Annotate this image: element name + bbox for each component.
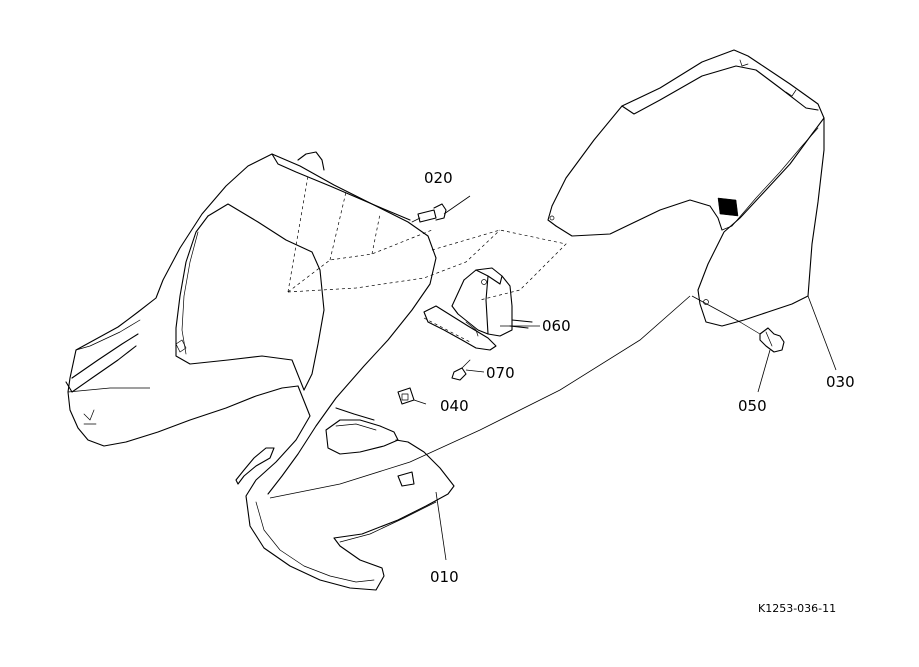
part-label-070: 070 <box>486 364 515 382</box>
drawing-number: K1253-036-11 <box>758 602 836 615</box>
leader-lines <box>67 195 837 561</box>
bracket-part-060 <box>423 267 533 351</box>
part-label-010: 010 <box>430 568 459 586</box>
part-label-060: 060 <box>542 317 571 335</box>
side-panel-part-030 <box>547 49 825 327</box>
bolt-part-020 <box>411 203 447 223</box>
clip-nut-part-040 <box>397 387 415 405</box>
front-hood-part-010 <box>65 151 455 591</box>
part-label-020: 020 <box>424 169 453 187</box>
part-labels: 010 020 030 040 050 060 070 <box>424 169 855 586</box>
screw-part-070 <box>451 359 471 381</box>
part-label-050: 050 <box>738 397 767 415</box>
part-label-040: 040 <box>440 397 469 415</box>
dashed-alignment-lines <box>287 175 567 343</box>
knob-part-050 <box>739 321 785 353</box>
part-label-030: 030 <box>826 373 855 391</box>
